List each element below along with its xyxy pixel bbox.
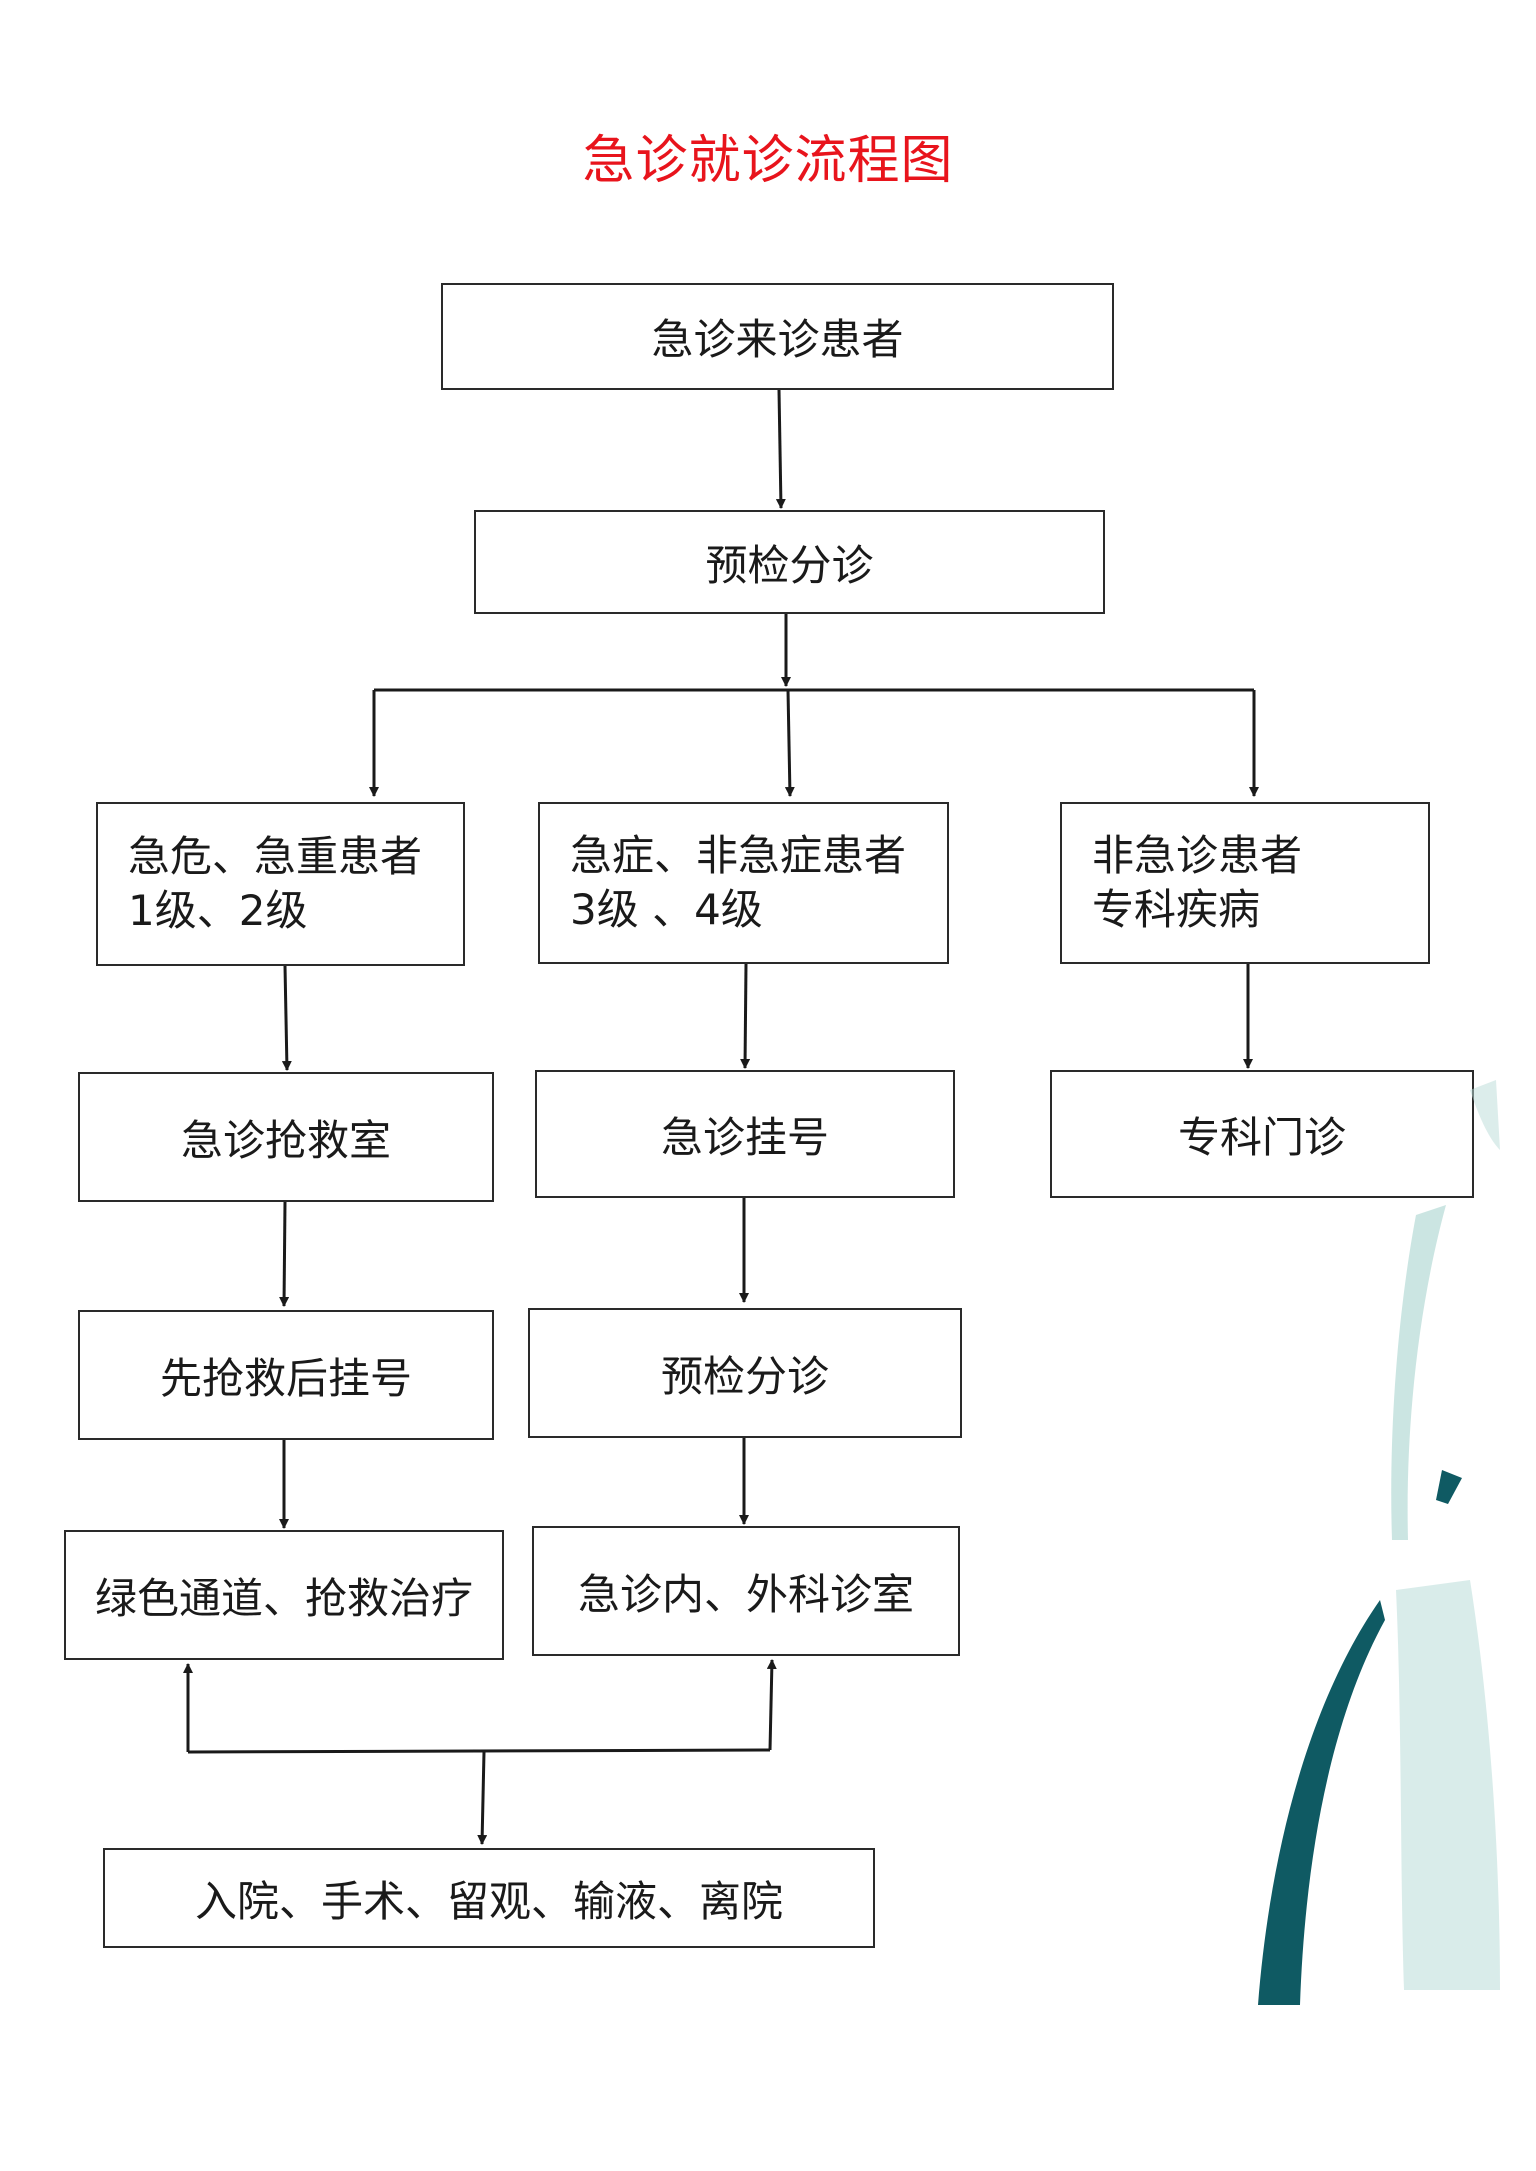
arrow-bar-n7 <box>477 1751 488 1845</box>
node-rescue-first: 先抢救后挂号 <box>78 1310 494 1440</box>
node-resuscitation-room: 急诊抢救室 <box>78 1072 494 1202</box>
node-critical-patients-line2: 1级、2级 <box>128 886 308 935</box>
node-consult-rooms: 急诊内、外科诊室 <box>532 1526 960 1656</box>
node-specialist-clinic: 专科门诊 <box>1050 1070 1474 1198</box>
node-emergency-patients: 急诊来诊患者 <box>441 283 1114 390</box>
arrow-n4a-n5a <box>279 1201 290 1307</box>
arrow-n1-n2 <box>775 389 786 509</box>
node-critical-patients: 急危、急重患者 1级、2级 <box>96 802 465 966</box>
node-non-emergency-patients: 非急诊患者 专科疾病 <box>1060 802 1430 964</box>
node-acute-patients: 急症、非急症患者 3级 、4级 <box>538 802 949 964</box>
arrow-split-mid <box>784 689 795 797</box>
node-emergency-registration: 急诊挂号 <box>535 1070 955 1198</box>
arrow-up-n6b <box>766 1659 777 1751</box>
arrow-n3b-n4b <box>740 963 751 1069</box>
node-critical-patients-line1: 急危、急重患者 <box>128 832 423 881</box>
page-title: 急诊就诊流程图 <box>582 131 954 191</box>
node-outcomes: 入院、手术、留观、输液、离院 <box>103 1848 875 1948</box>
node-triage: 预检分诊 <box>474 510 1105 614</box>
node-green-channel: 绿色通道、抢救治疗 <box>64 1530 504 1660</box>
node-non-emergency-patients-line2: 专科疾病 <box>1092 885 1261 934</box>
node-non-emergency-patients-line1: 非急诊患者 <box>1092 831 1303 880</box>
node-acute-patients-line2: 3级 、4级 <box>570 885 763 934</box>
node-triage-2: 预检分诊 <box>528 1308 962 1438</box>
node-acute-patients-line1: 急症、非急症患者 <box>570 831 907 880</box>
bottom-bar <box>187 1748 771 1754</box>
arrow-n3a-n4a <box>281 965 292 1071</box>
